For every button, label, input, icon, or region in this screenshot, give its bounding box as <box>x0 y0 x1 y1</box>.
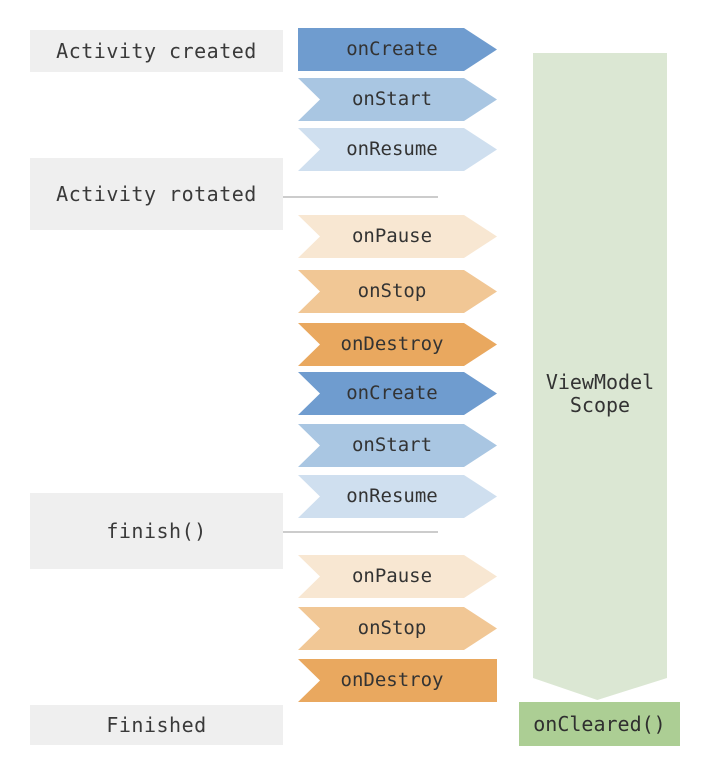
lifecycle-arrow-onstart-2: onStart <box>298 424 497 467</box>
state-label-finished: Finished <box>30 705 283 745</box>
lifecycle-arrow-ondestroy-1: onDestroy <box>298 323 497 366</box>
lifecycle-arrow-onstart-1: onStart <box>298 78 497 121</box>
lifecycle-arrow-onstop-2: onStop <box>298 607 497 650</box>
separator-line-finish <box>283 531 438 533</box>
state-label-activity-rotated: Activity rotated <box>30 158 283 230</box>
viewmodel-scope-label: ViewModel Scope <box>533 371 667 417</box>
oncleared-box: onCleared() <box>519 702 680 746</box>
lifecycle-arrow-oncreate-1: onCreate <box>298 28 497 71</box>
viewmodel-scope-label-line1: ViewModel <box>545 370 655 394</box>
separator-line-rotated <box>283 196 438 198</box>
lifecycle-arrow-onpause-1: onPause <box>298 215 497 258</box>
lifecycle-arrow-onresume-1: onResume <box>298 128 497 171</box>
lifecycle-arrow-onstop-1: onStop <box>298 270 497 313</box>
lifecycle-arrow-oncreate-2: onCreate <box>298 372 497 415</box>
viewmodel-scope-label-line2: Scope <box>569 393 631 417</box>
viewmodel-scope-arrow: ViewModel Scope <box>533 53 667 700</box>
state-label-finish: finish() <box>30 493 283 569</box>
lifecycle-arrow-onresume-2: onResume <box>298 475 497 518</box>
lifecycle-arrow-ondestroy-2: onDestroy <box>298 659 497 702</box>
lifecycle-arrow-onpause-2: onPause <box>298 555 497 598</box>
state-label-activity-created: Activity created <box>30 30 283 72</box>
